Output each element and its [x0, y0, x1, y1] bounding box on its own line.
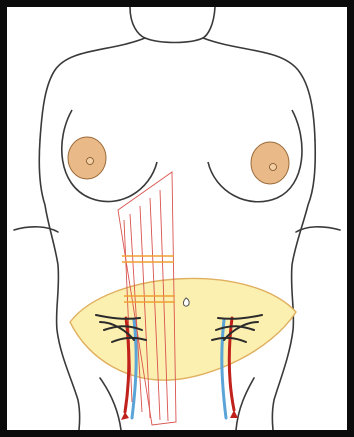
left-breast — [62, 110, 157, 202]
umbilicus — [183, 298, 189, 306]
right-areola — [251, 142, 289, 184]
right-breast — [208, 110, 302, 202]
right-nipple — [270, 164, 277, 171]
left-nipple — [87, 158, 94, 165]
left-areola — [68, 137, 106, 179]
